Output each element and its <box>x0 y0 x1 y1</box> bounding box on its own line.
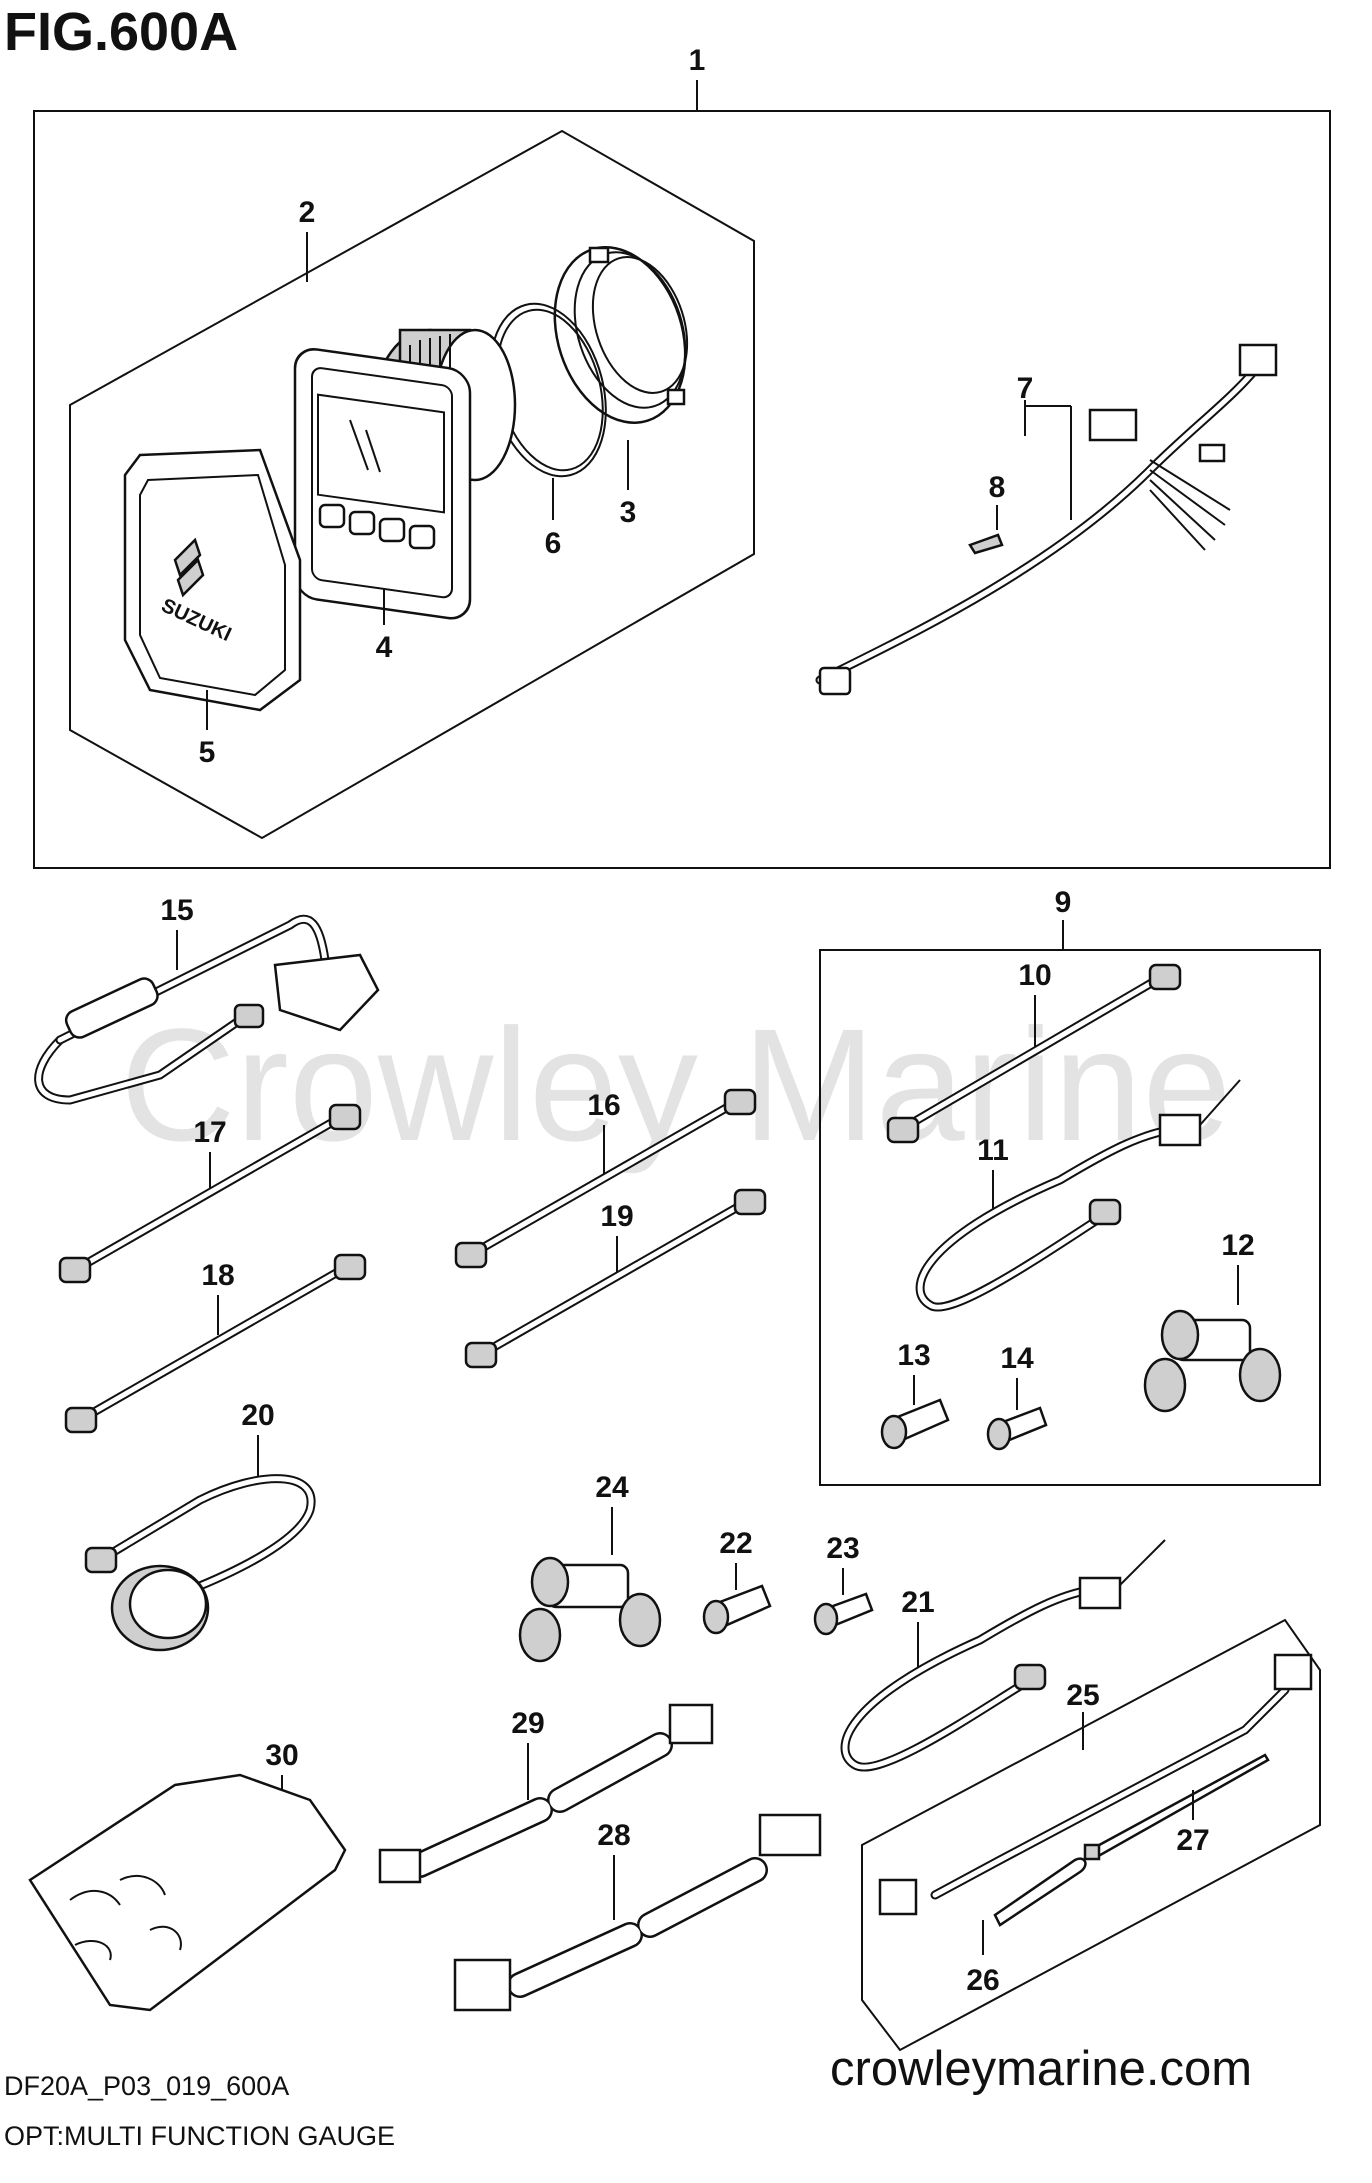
callout-22: 22 <box>719 1527 752 1560</box>
callout-15: 15 <box>160 894 193 927</box>
figure-code: DF20A_P03_019_600A <box>4 2071 289 2101</box>
t-connector-12 <box>1143 1309 1282 1413</box>
callout-30: 30 <box>265 1739 298 1772</box>
callout-12: 12 <box>1221 1229 1254 1262</box>
power-cable-21 <box>840 1539 1166 1772</box>
callout-24: 24 <box>595 1471 629 1504</box>
adapter-harness-29 <box>378 1703 714 1884</box>
bezel-cover-part: SUZUKI <box>123 448 302 712</box>
gps-antenna-20 <box>84 1474 316 1652</box>
lock-ring-part <box>553 246 689 424</box>
callout-9: 9 <box>1055 886 1072 919</box>
callout-19: 19 <box>600 1200 633 1233</box>
group-9-frame <box>819 949 1321 1486</box>
group-25-frame <box>861 1618 1321 2052</box>
terminator-13 <box>880 1398 950 1450</box>
terminator-14 <box>986 1406 1048 1451</box>
t-connector-24 <box>518 1556 662 1663</box>
screw-part <box>968 533 1004 555</box>
callout-13: 13 <box>897 1339 930 1372</box>
extension-harness-25 <box>878 1653 1313 1916</box>
callout-27: 27 <box>1176 1824 1209 1857</box>
adapter-harness-28 <box>453 1813 822 2012</box>
callout-2: 2 <box>299 196 316 229</box>
callout-6: 6 <box>545 527 562 560</box>
callout-18: 18 <box>201 1259 234 1292</box>
callout-21: 21 <box>901 1586 934 1619</box>
wire-harness-part <box>815 343 1278 696</box>
power-cable-11 <box>915 1079 1241 1312</box>
callout-25: 25 <box>1066 1679 1099 1712</box>
callout-17: 17 <box>193 1116 226 1149</box>
clip-26 <box>993 1857 1087 1927</box>
gauge-body-part <box>293 328 517 620</box>
watermark: Crowley Marine <box>120 995 1231 1174</box>
terminator-23 <box>813 1592 874 1636</box>
drop-cable-19 <box>464 1188 767 1369</box>
callout-10: 10 <box>1018 959 1051 992</box>
callout-28: 28 <box>597 1819 630 1852</box>
figure-title: FIG.600A <box>4 2 238 62</box>
callout-29: 29 <box>511 1707 544 1740</box>
drop-cable-18 <box>64 1253 367 1434</box>
callout-5: 5 <box>199 736 216 769</box>
callout-14: 14 <box>1000 1342 1034 1375</box>
callout-4: 4 <box>376 631 393 664</box>
callout-26: 26 <box>966 1964 999 1997</box>
group-2-frame <box>69 129 755 840</box>
callout-20: 20 <box>241 1399 274 1432</box>
callout-11: 11 <box>977 1134 1009 1167</box>
callout-7: 7 <box>1017 372 1034 405</box>
drop-cable-17 <box>58 1103 362 1284</box>
parts-bag-30 <box>28 1773 347 2012</box>
callout-8: 8 <box>989 471 1006 504</box>
drop-cable-16 <box>454 1088 757 1269</box>
callout-16: 16 <box>587 1089 620 1122</box>
backbone-cable-10 <box>886 963 1182 1144</box>
group-1-frame <box>33 110 1331 869</box>
website-link[interactable]: crowleymarine.com <box>830 2042 1252 2096</box>
sensor-cable-15 <box>34 914 380 1105</box>
callout-1: 1 <box>689 44 706 77</box>
callout-3: 3 <box>620 496 637 529</box>
terminator-22 <box>702 1584 772 1635</box>
callout-23: 23 <box>826 1532 859 1565</box>
figure-caption: OPT:MULTI FUNCTION GAUGE <box>4 2121 395 2151</box>
